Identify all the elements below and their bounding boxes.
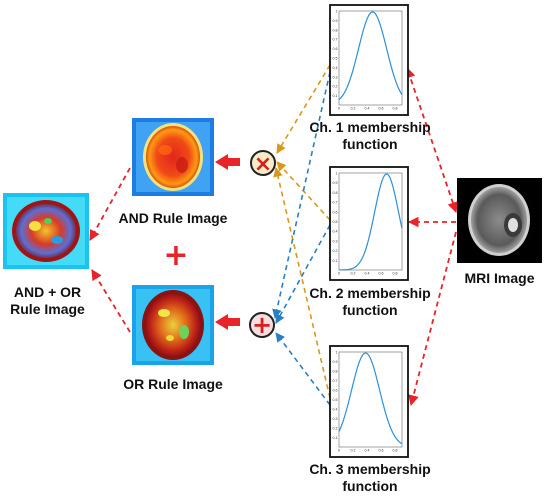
ch3-ytick-label: 0.1 xyxy=(333,436,338,440)
ch2-xtick-label: 0.2 xyxy=(351,272,356,276)
chart-ch3-frame xyxy=(329,345,409,458)
ch1-ytick-label: 0.2 xyxy=(333,85,338,89)
or-rule-image xyxy=(132,285,214,365)
arrow-mri-to-ch1 xyxy=(405,66,458,214)
arrow-and-op-to-and-image xyxy=(215,154,240,170)
ch1-ytick-label: 0.4 xyxy=(333,66,338,70)
rules-to-combined-arrows xyxy=(89,167,131,333)
and-rule-label: AND Rule Image xyxy=(118,210,228,226)
ch3-ytick-label: 1 xyxy=(336,351,338,355)
arrow-or-op-to-or-image xyxy=(215,314,240,330)
chart-ch1-frame xyxy=(329,4,409,116)
ch3-xtick-label: 0.4 xyxy=(365,449,370,453)
ch1-ytick-label: 1 xyxy=(336,10,338,14)
ch2-ytick-label: 0.9 xyxy=(333,181,338,185)
ch2-ytick-label: 0.5 xyxy=(333,220,338,224)
mri-label: MRI Image xyxy=(464,270,535,286)
or-operator-circle xyxy=(249,312,275,338)
chart-ch1-axes xyxy=(338,10,403,106)
arrow-ch3-to-and xyxy=(273,167,331,399)
chart-ch2-ytick-labels: 0.1 0.2 0.3 0.4 0.5 0.6 0.7 0.8 0.9 1 xyxy=(333,172,338,263)
chart-ch3-curve xyxy=(338,352,403,445)
chart-ch2-xtick-labels: 0 0.2 0.4 0.6 0.8 xyxy=(338,272,398,276)
and-operator-circle xyxy=(250,150,276,176)
charts-to-and-arrows xyxy=(273,64,331,399)
ch2-ytick-label: 0.3 xyxy=(333,239,338,243)
ch1-xtick-label: 0.6 xyxy=(379,107,384,111)
chart-ch1-ytick-labels: 0.1 0.2 0.3 0.4 0.5 0.6 0.7 0.8 0.9 1 xyxy=(333,10,338,99)
chart-ch2-frame xyxy=(329,166,409,281)
arrow-mri-to-ch3 xyxy=(408,231,457,407)
ch2-ytick-label: 1 xyxy=(336,172,338,176)
ch1-ytick-label: 0.7 xyxy=(333,38,338,42)
ch2-ytick-label: 0.4 xyxy=(333,230,338,234)
charts-to-or-arrows xyxy=(272,71,331,406)
ch1-label: Ch. 1 membership function xyxy=(309,119,431,152)
ch3-ytick-label: 0.5 xyxy=(333,398,338,402)
ch1-ytick-label: 0.6 xyxy=(333,47,338,51)
and-operator-symbol: × xyxy=(254,152,272,177)
arrow-or-to-combined xyxy=(91,269,131,333)
and-or-rule-label: AND + OR Rule Image xyxy=(10,284,85,317)
ch2-ytick-label: 0.8 xyxy=(333,191,338,195)
or-rule-label: OR Rule Image xyxy=(123,376,223,392)
ch2-label: Ch. 2 membership function xyxy=(309,285,431,318)
ch1-xtick-label: 0.4 xyxy=(365,107,370,111)
chart-ch3-axes xyxy=(338,351,403,448)
arrow-and-to-combined xyxy=(89,167,131,241)
chart-ch3-ytick-labels: 0.1 0.2 0.3 0.4 0.5 0.6 0.7 0.8 0.9 1 xyxy=(333,351,338,441)
and-rule-image xyxy=(132,118,214,196)
or-operator: + xyxy=(249,311,275,339)
ch2-xtick-label: 0.6 xyxy=(379,272,384,276)
operator-arrows xyxy=(215,154,240,330)
ch3-ytick-label: 0.3 xyxy=(333,417,338,421)
ch2-xtick-label: 0.8 xyxy=(393,272,398,276)
chart-ch2-curve xyxy=(338,173,403,271)
mri-to-charts-arrows xyxy=(405,66,458,407)
chart-ch1-curve xyxy=(338,11,403,101)
chart-ch1-xtick-labels: 0 0.2 0.4 0.6 0.8 xyxy=(338,107,398,111)
arrow-ch1-to-and xyxy=(276,64,331,154)
ch2-ytick-label: 0.7 xyxy=(333,201,338,205)
and-or-rule-image xyxy=(3,193,89,269)
ch2-ytick-label: 0.6 xyxy=(333,210,338,214)
ch1-ytick-label: 0.5 xyxy=(333,57,338,61)
ch3-ytick-label: 0.9 xyxy=(333,360,338,364)
ch3-xtick-label: 0 xyxy=(338,449,340,453)
ch3-ytick-label: 0.7 xyxy=(333,379,338,383)
ch3-xtick-label: 0.8 xyxy=(393,449,398,453)
ch1-xtick-label: 0.2 xyxy=(351,107,356,111)
combine-plus-symbol: + xyxy=(163,238,188,273)
ch1-xtick-label: 0 xyxy=(338,107,340,111)
arrow-ch1-to-or xyxy=(272,71,331,319)
ch3-ytick-label: 0.6 xyxy=(333,389,338,393)
mri-image xyxy=(457,178,542,263)
and-operator: × xyxy=(250,150,276,177)
ch2-xtick-label: 0.4 xyxy=(365,272,370,276)
ch1-ytick-label: 0.9 xyxy=(333,19,338,23)
ch2-ytick-label: 0.1 xyxy=(333,259,338,263)
chart-ch2-axes xyxy=(338,172,403,271)
ch3-xtick-label: 0.2 xyxy=(351,449,356,453)
ch2-ytick-label: 0.2 xyxy=(333,249,338,253)
ch1-ytick-label: 0.1 xyxy=(333,94,338,98)
ch1-ytick-label: 0.3 xyxy=(333,75,338,79)
ch3-label: Ch. 3 membership function xyxy=(309,461,431,494)
ch1-xtick-label: 0.8 xyxy=(393,107,398,111)
ch3-ytick-label: 0.2 xyxy=(333,427,338,431)
ch1-ytick-label: 0.8 xyxy=(333,28,338,32)
chart-ch3-xtick-labels: 0 0.2 0.4 0.6 0.8 xyxy=(338,449,398,453)
arrow-ch2-to-or xyxy=(275,224,331,324)
ch2-xtick-label: 0 xyxy=(338,272,340,276)
ch3-ytick-label: 0.4 xyxy=(333,408,338,412)
ch3-ytick-label: 0.8 xyxy=(333,370,338,374)
or-operator-symbol: + xyxy=(252,311,272,339)
ch3-xtick-label: 0.6 xyxy=(379,449,384,453)
arrow-ch3-to-or xyxy=(275,332,331,406)
